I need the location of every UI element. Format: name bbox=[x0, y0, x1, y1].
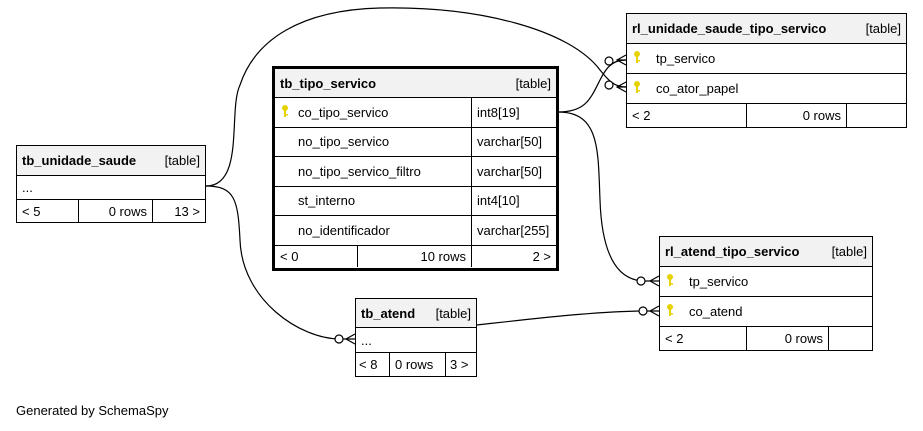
column-name: no_tipo_servico_filtro bbox=[298, 163, 421, 179]
table-footer: < 8 0 rows 3 > bbox=[356, 353, 476, 376]
crow-foot bbox=[615, 54, 627, 66]
crow-foot bbox=[648, 305, 660, 317]
table-tb-unidade-saude[interactable]: tb_unidade_saude [table] ... < 5 0 rows … bbox=[16, 145, 206, 223]
edge-unidade-to-rl-unidade bbox=[205, 7, 627, 187]
column-row[interactable]: no_tipo_servico varchar[50] bbox=[275, 127, 556, 157]
children-count[interactable]: 2 > bbox=[471, 245, 556, 267]
edge-end-circle bbox=[604, 80, 614, 90]
edge-end-circle bbox=[334, 334, 344, 344]
edge-end-circle bbox=[604, 56, 614, 66]
table-name: tb_atend bbox=[361, 305, 416, 321]
table-name: rl_unidade_saude_tipo_servico bbox=[632, 21, 827, 36]
key-icon bbox=[632, 50, 646, 67]
table-rl-unidade-saude-tipo-servico[interactable]: rl_unidade_saude_tipo_servico [table] tp… bbox=[626, 13, 907, 128]
columns-collapsed[interactable]: ... bbox=[17, 176, 205, 200]
table-name: tb_unidade_saude bbox=[22, 153, 137, 168]
key-icon bbox=[280, 104, 294, 121]
key-icon bbox=[665, 303, 679, 320]
table-kind: [table] bbox=[435, 305, 471, 321]
table-header: rl_atend_tipo_servico [table] bbox=[660, 237, 872, 267]
table-header: tb_tipo_servico [table] bbox=[275, 69, 556, 98]
row-count: 0 rows bbox=[746, 104, 846, 127]
table-name: rl_atend_tipo_servico bbox=[665, 244, 800, 259]
edge-tipo-to-rl-atend bbox=[557, 111, 659, 282]
column-name: co_tipo_servico bbox=[298, 104, 389, 120]
parents-count[interactable]: < 5 bbox=[22, 203, 41, 219]
table-name: tb_tipo_servico bbox=[280, 75, 377, 91]
row-count: 0 rows bbox=[78, 200, 152, 222]
parents-count[interactable]: < 2 bbox=[665, 331, 684, 346]
column-name: no_identificador bbox=[298, 222, 390, 238]
edge-atend-to-rl-atend bbox=[476, 310, 659, 326]
edge-end-circle bbox=[638, 306, 648, 316]
generated-by-label: Generated by SchemaSpy bbox=[16, 403, 169, 418]
table-header: rl_unidade_saude_tipo_servico [table] bbox=[627, 14, 906, 44]
crow-foot bbox=[648, 275, 660, 287]
table-header: tb_unidade_saude [table] bbox=[17, 146, 205, 176]
column-row[interactable]: tp_servico bbox=[660, 267, 872, 297]
edge-end-circle bbox=[636, 276, 646, 286]
column-row[interactable]: tp_servico bbox=[627, 44, 906, 74]
table-header: tb_atend [table] bbox=[356, 299, 476, 328]
ellipsis: ... bbox=[361, 332, 372, 348]
column-name: tp_servico bbox=[689, 274, 749, 289]
children-count[interactable]: 3 > bbox=[445, 353, 476, 376]
column-row[interactable]: st_interno int4[10] bbox=[275, 186, 556, 216]
column-type: varchar[50] bbox=[471, 127, 556, 156]
table-tb-tipo-servico[interactable]: tb_tipo_servico [table] co_tipo_servico … bbox=[272, 66, 559, 271]
crow-foot bbox=[615, 81, 627, 93]
edge-tipo-to-rl-unidade bbox=[557, 59, 627, 113]
column-row[interactable]: no_identificador varchar[255] bbox=[275, 216, 556, 246]
table-kind: [table] bbox=[865, 21, 901, 36]
column-type: varchar[255] bbox=[471, 216, 556, 245]
row-count: 0 rows bbox=[389, 353, 445, 376]
crow-foot bbox=[344, 333, 356, 345]
parents-count[interactable]: < 8 bbox=[359, 357, 378, 372]
key-icon bbox=[665, 273, 679, 290]
table-footer: < 0 10 rows 2 > bbox=[275, 245, 556, 267]
column-name: co_ator_papel bbox=[656, 81, 739, 96]
table-footer: < 2 0 rows bbox=[660, 327, 872, 350]
children-count[interactable] bbox=[828, 327, 872, 350]
table-kind: [table] bbox=[164, 153, 200, 168]
columns-collapsed[interactable]: ... bbox=[356, 328, 476, 353]
table-tb-atend[interactable]: tb_atend [table] ... < 8 0 rows 3 > bbox=[355, 298, 477, 377]
table-footer: < 2 0 rows bbox=[627, 104, 906, 127]
column-row[interactable]: no_tipo_servico_filtro varchar[50] bbox=[275, 157, 556, 187]
column-name: no_tipo_servico bbox=[298, 134, 390, 150]
table-rl-atend-tipo-servico[interactable]: rl_atend_tipo_servico [table] tp_servico… bbox=[659, 236, 873, 351]
table-kind: [table] bbox=[831, 244, 867, 259]
column-row[interactable]: co_ator_papel bbox=[627, 74, 906, 104]
table-footer: < 5 0 rows 13 > bbox=[17, 200, 205, 222]
row-count: 10 rows bbox=[357, 245, 471, 267]
column-name: st_interno bbox=[298, 193, 356, 209]
edge-unidade-to-atend bbox=[205, 185, 355, 340]
row-count: 0 rows bbox=[746, 327, 828, 350]
column-name: co_atend bbox=[689, 304, 743, 319]
column-type: int8[19] bbox=[471, 98, 556, 127]
column-row[interactable]: co_atend bbox=[660, 297, 872, 327]
ellipsis: ... bbox=[22, 180, 33, 195]
children-count[interactable] bbox=[846, 104, 906, 127]
column-row[interactable]: co_tipo_servico int8[19] bbox=[275, 98, 556, 128]
parents-count[interactable]: < 2 bbox=[632, 108, 651, 123]
column-name: tp_servico bbox=[656, 51, 716, 66]
column-type: varchar[50] bbox=[471, 157, 556, 186]
column-type: int4[10] bbox=[471, 186, 556, 215]
parents-count[interactable]: < 0 bbox=[280, 248, 299, 264]
table-kind: [table] bbox=[515, 75, 551, 91]
children-count[interactable]: 13 > bbox=[152, 200, 205, 222]
key-icon bbox=[632, 80, 646, 97]
